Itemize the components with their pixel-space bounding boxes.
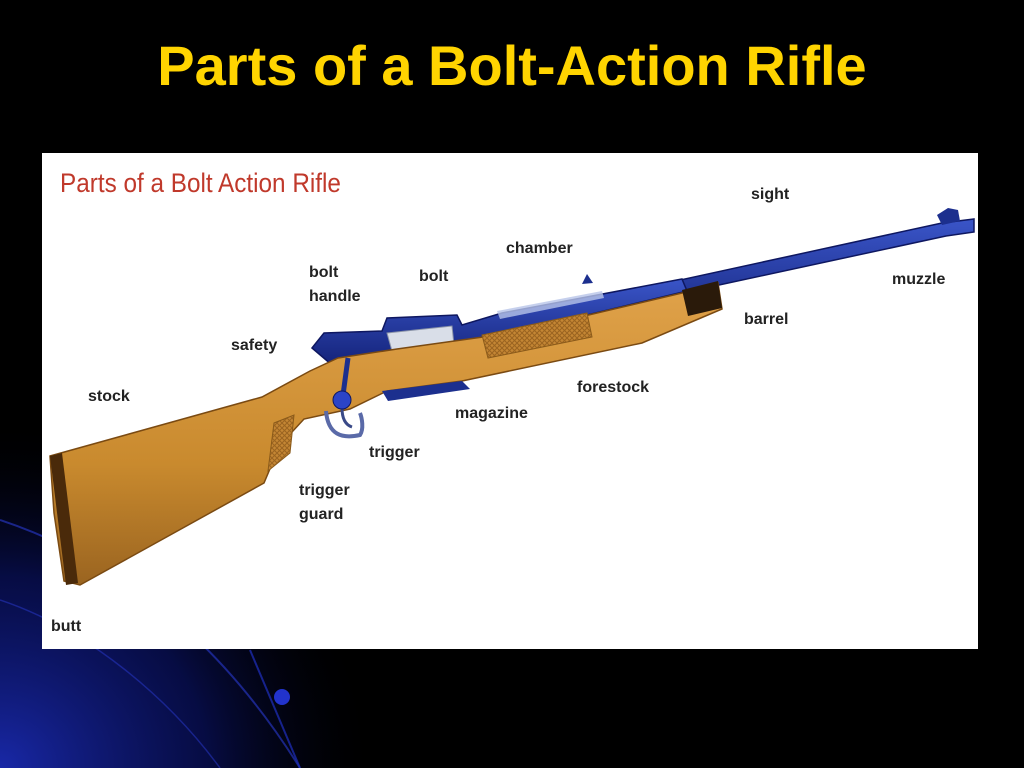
magazine-shape [382, 381, 470, 401]
label-safety: safety [231, 337, 278, 354]
label-trigger-guard-line2: guard [299, 506, 344, 523]
label-trigger: trigger [369, 444, 420, 461]
butt-pad-shape [50, 453, 78, 585]
diagram-heading: Parts of a Bolt Action Rifle [60, 168, 341, 198]
label-bolt-handle: bolt handle [309, 261, 361, 309]
label-butt: butt [51, 618, 82, 635]
decor-dot [274, 689, 290, 705]
label-forestock: forestock [577, 379, 650, 396]
forestock-tip-shape [682, 281, 722, 316]
chamber-highlight-shape [497, 291, 604, 319]
label-stock: stock [88, 388, 130, 405]
forestock-checkering [481, 312, 593, 359]
label-muzzle: muzzle [892, 271, 946, 288]
label-chamber: chamber [506, 240, 573, 257]
bolt-handle-knob [332, 390, 352, 410]
label-bolt-handle-line1: bolt [309, 264, 339, 281]
label-trigger-guard-line1: trigger [299, 482, 350, 499]
rear-sight-shape [582, 274, 593, 284]
front-sight-shape [937, 208, 960, 225]
slide-title: Parts of a Bolt-Action Rifle [157, 34, 867, 97]
grip-checkering [267, 414, 295, 473]
stock-shape [49, 282, 723, 586]
label-sight: sight [751, 186, 790, 203]
decor-line [249, 649, 301, 768]
bolt-handle-shape [340, 357, 351, 396]
diagram-panel: Parts of a Bolt Action Rifle sight chamb… [42, 153, 978, 649]
rifle-illustration [49, 208, 975, 586]
decor-swoosh [0, 599, 221, 768]
trigger-shape [340, 407, 353, 429]
label-trigger-guard: trigger guard [299, 479, 350, 527]
label-magazine: magazine [455, 405, 528, 422]
label-bolt-handle-line2: handle [309, 288, 361, 305]
trigger-guard-shape [324, 410, 365, 439]
label-barrel: barrel [744, 311, 789, 328]
label-bolt: bolt [419, 268, 449, 285]
